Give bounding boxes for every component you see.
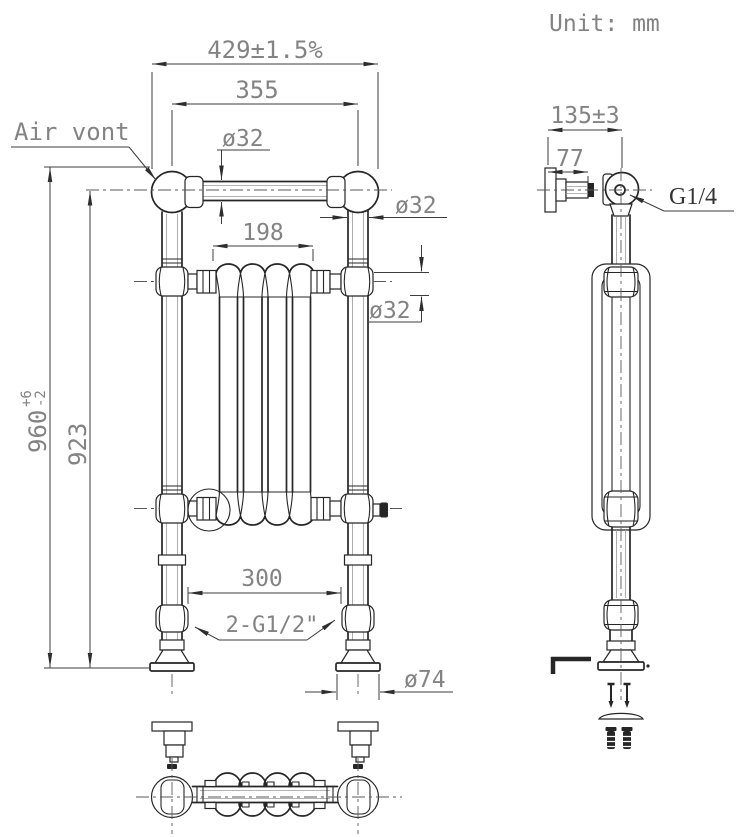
cover-plate [597, 712, 645, 720]
union-top-row [155, 266, 374, 297]
dim-inlet-spacing-label: 300 [241, 566, 283, 592]
drain-plug [372, 503, 381, 517]
towel-bar [185, 180, 345, 202]
legs-feet [149, 554, 381, 672]
plan-towel-bar [191, 785, 339, 804]
dim-connector-dia: ø32 [368, 245, 429, 324]
dim-tube-dia: ø32 [320, 193, 447, 220]
dim-bar-dia: ø32 [217, 126, 270, 224]
detail-circle [187, 488, 231, 532]
inlet-thread-label: 2-G1/2" [226, 613, 319, 638]
dim-radiator-width-label: 198 [242, 220, 284, 246]
foot-right [335, 662, 381, 672]
dim-centers-width: 355 [171, 76, 359, 166]
plan-bracket-left [151, 721, 193, 769]
dim-depth-label: 135±3 [550, 103, 619, 129]
dim-centers-width-label: 355 [235, 76, 278, 104]
plan-bracket-right [337, 721, 379, 769]
allen-key [550, 656, 591, 674]
side-view: 135±3 77 G1/4 [537, 103, 734, 749]
foot-left [149, 662, 195, 672]
dim-depth: 135±3 [547, 103, 623, 168]
dim-overall-width-label: 429±1.5% [207, 36, 323, 64]
dim-tube-dia-label: ø32 [395, 193, 437, 219]
dim-inlet-spacing: 300 [187, 566, 342, 604]
radiator-core [215, 263, 315, 526]
wall-plugs [605, 727, 633, 749]
front-view: 429±1.5% 355 Air vont ø32 ø32 [11, 36, 453, 700]
dim-overall-height-label: 960 [24, 410, 52, 453]
air-vent-label: Air vont [14, 118, 130, 146]
plan-view [136, 721, 402, 834]
dim-overall-width: 429±1.5% [151, 36, 379, 169]
dim-radiator-width: 198 [212, 220, 314, 261]
dim-foot-dia-label: ø74 [404, 667, 446, 693]
union-bottom-row [155, 488, 388, 532]
mounting-screws [607, 682, 631, 708]
vent-thread-callout: G1/4 [629, 184, 734, 212]
air-vent-callout: Air vont [11, 118, 157, 181]
dim-connector-dia-label: ø32 [369, 298, 411, 324]
dim-height-tol-plus: +6 [19, 390, 35, 407]
dim-bracket-length-label: 77 [556, 146, 584, 172]
dim-foot-dia: ø74 [305, 667, 453, 700]
dim-bar-dia-label: ø32 [222, 126, 264, 152]
dim-height-tol-minus: -2 [33, 390, 49, 407]
plan-radiator-lobes-bottom [213, 801, 317, 817]
vent-thread-label: G1/4 [669, 184, 717, 210]
dim-bracket-length: 77 [548, 146, 589, 182]
dim-centers-height-label: 923 [64, 423, 92, 466]
unit-note: Unit: mm [549, 11, 660, 37]
inlet-thread-callout: 2-G1/2" [194, 613, 336, 641]
dim-overall-height: 960 +6 -2 [19, 166, 150, 669]
dim-centers-height: 923 [64, 191, 93, 668]
plan-radiator-lobes-top [213, 772, 317, 788]
